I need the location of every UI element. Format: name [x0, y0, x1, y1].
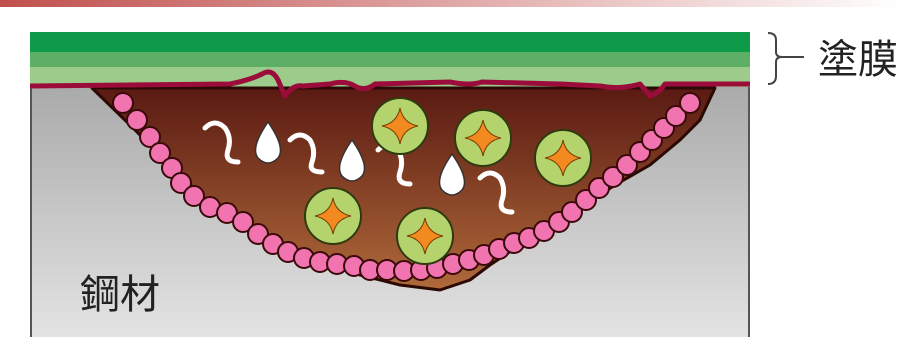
pink-circle-particle-icon — [680, 93, 700, 113]
green-star-particle-icon — [535, 130, 591, 186]
coating-label: 塗膜 — [818, 40, 898, 80]
coating-bracket — [768, 33, 804, 84]
green-star-particle-icon — [372, 98, 428, 154]
coating-layer-top — [30, 32, 750, 52]
green-star-particle-icon — [455, 110, 511, 166]
green-star-particle-icon — [397, 208, 453, 264]
pink-circle-particle-icon — [127, 110, 147, 130]
steel-label: 鋼材 — [80, 275, 160, 315]
green-star-particle-icon — [305, 188, 361, 244]
pink-circle-particle-icon — [113, 93, 133, 113]
coating-layer-middle — [30, 52, 750, 67]
